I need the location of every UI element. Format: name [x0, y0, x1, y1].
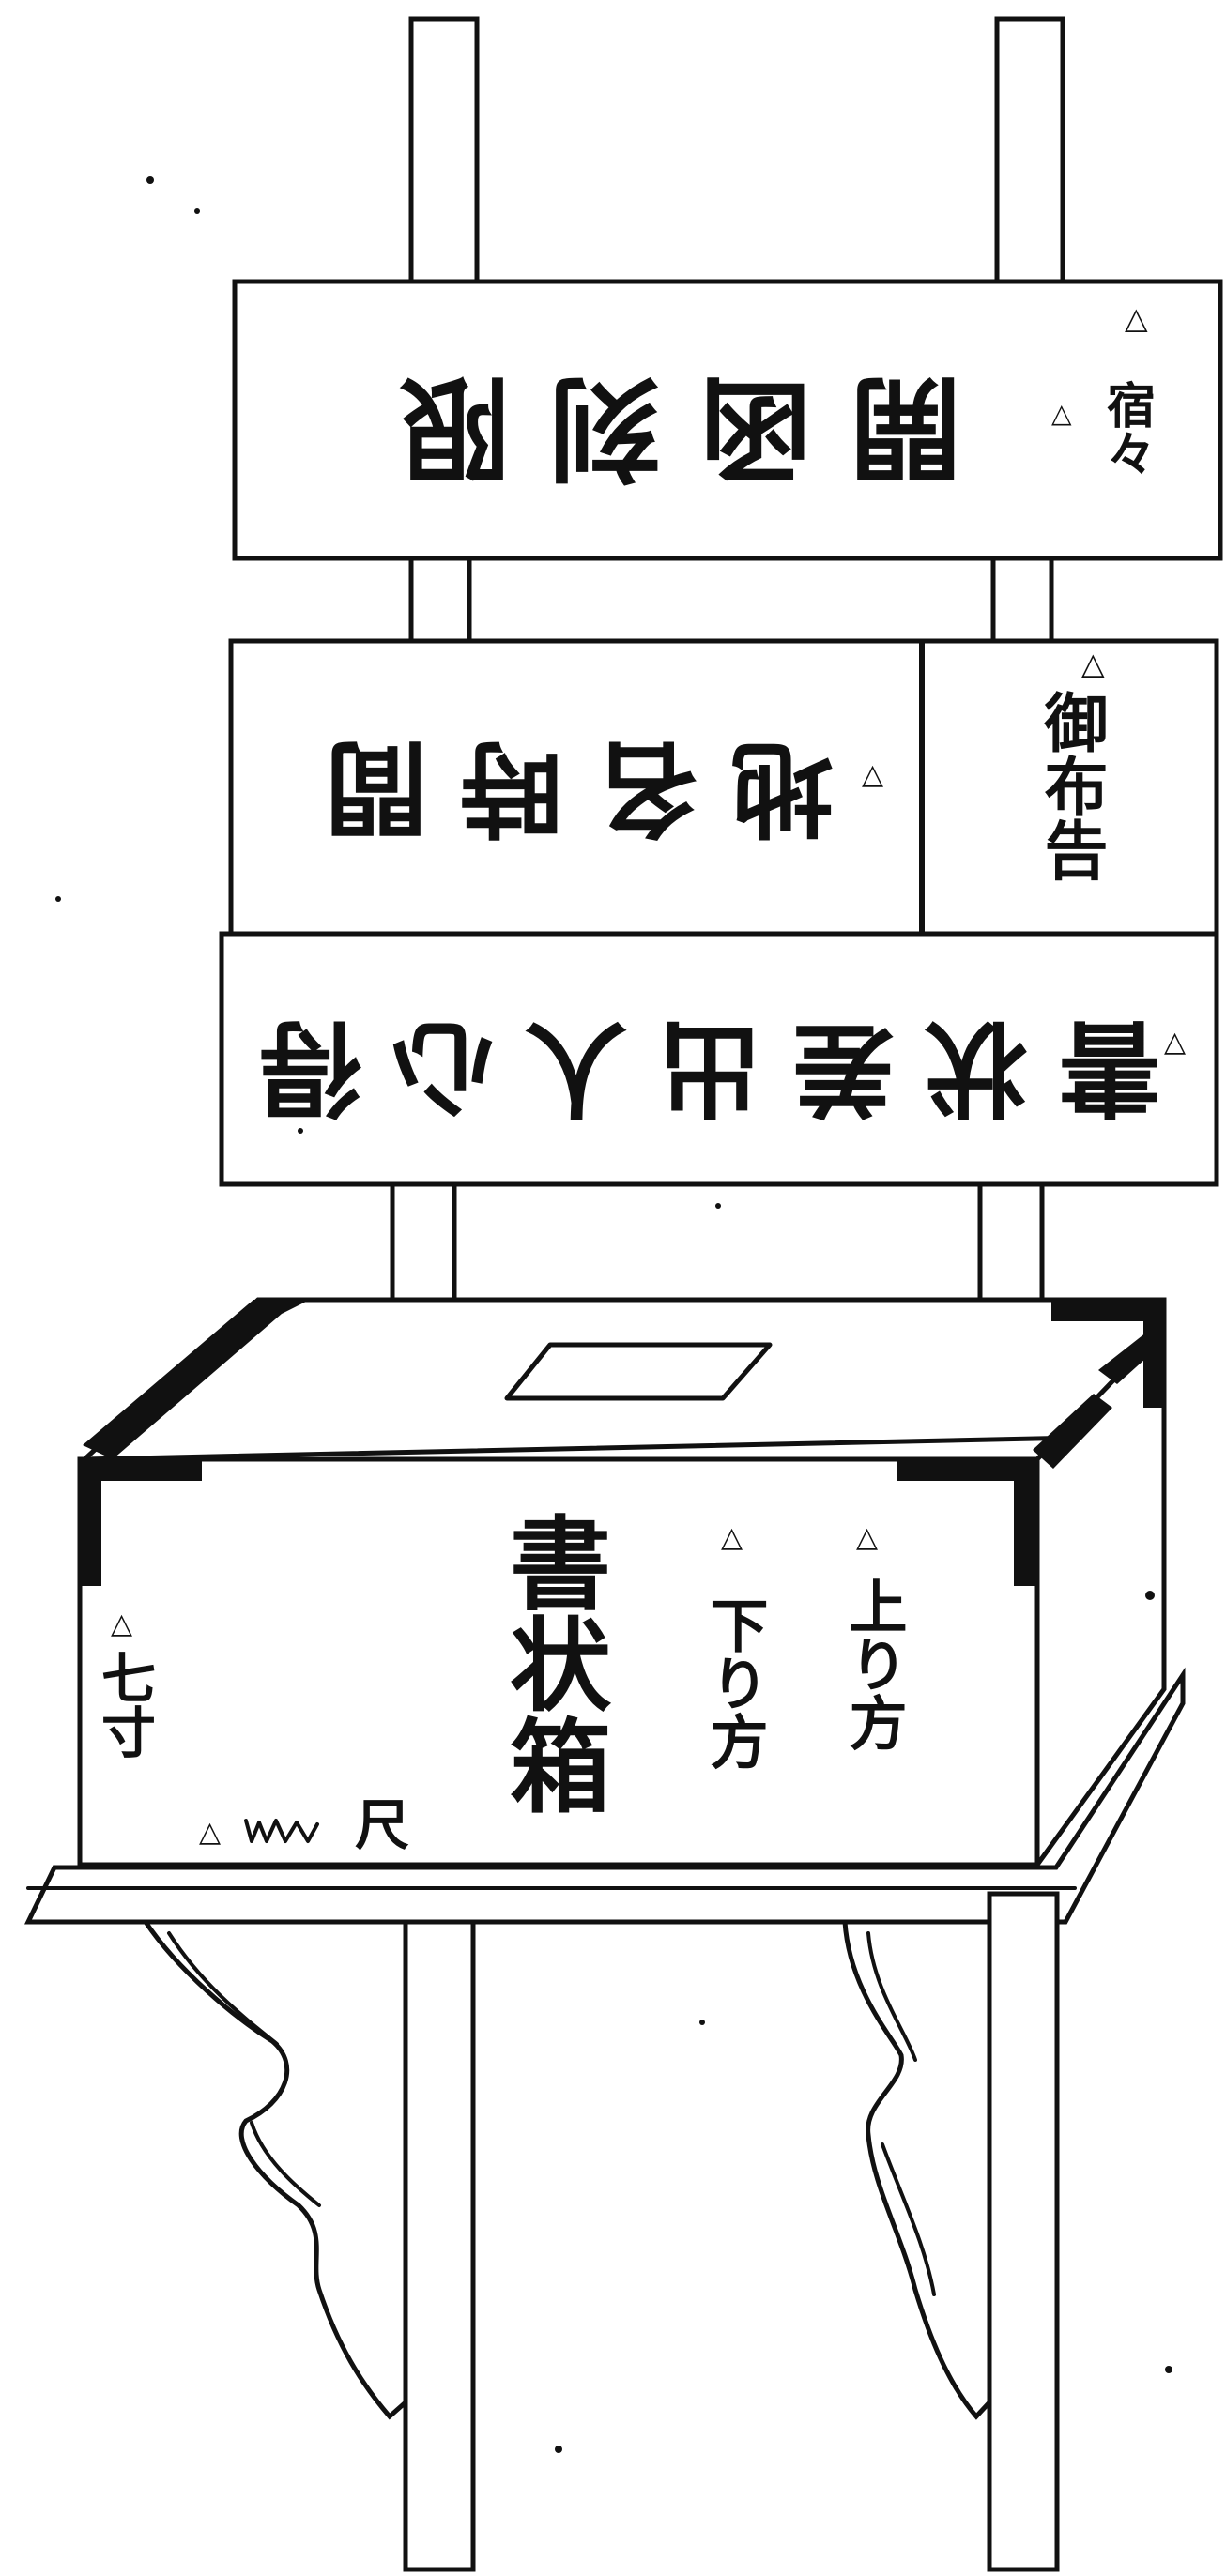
box-right-mark-1: △ [856, 1521, 878, 1554]
top-board-caret: △ [1051, 398, 1072, 429]
box-bottom-label: 尺 [355, 1793, 409, 1857]
middle-board-side-text: 御布告 [1033, 690, 1109, 881]
box-right-label-2: 下り方 [700, 1595, 769, 1770]
shelf-brackets [141, 1919, 992, 2420]
middle-board-text: 地名時間 [293, 727, 834, 848]
middle-board-caret: △ [862, 758, 883, 791]
letter-slot [504, 1342, 773, 1401]
lower-signboard: 書状差出人心得 △ [219, 931, 1219, 1187]
top-board-side-mark: △ [1125, 300, 1148, 336]
shelf [24, 1667, 1186, 1925]
corner-fittings [80, 1300, 1164, 1586]
box-left-label: 七寸 [92, 1650, 156, 1759]
box-right-mark-2: △ [721, 1521, 743, 1554]
box-bottom-mark: △ [199, 1816, 221, 1849]
top-board-side-text: 宿々 [1098, 380, 1156, 478]
ink-specks [55, 176, 1172, 2453]
box-right-label-1: 上り方 [839, 1577, 908, 1751]
top-board-text: 開函刻限 [361, 361, 962, 494]
middle-signboard: 地名時間 △ △ 御布告 [228, 638, 1219, 937]
post-box: 書状箱 △ 上り方 △ 下り方 △ 七寸 △ 尺 [77, 1297, 1167, 1872]
top-signboard: 開函刻限 △ 宿々 △ [232, 279, 1223, 561]
lower-board-caret: △ [1164, 1026, 1186, 1059]
box-left-mark: △ [111, 1608, 132, 1640]
middle-board-side-mark: △ [1081, 646, 1105, 681]
box-bottom-squiggle [244, 1819, 319, 1843]
lower-board-text: 書状差出人心得 [228, 1007, 1161, 1128]
box-center-label: 書状箱 [493, 1511, 611, 1815]
